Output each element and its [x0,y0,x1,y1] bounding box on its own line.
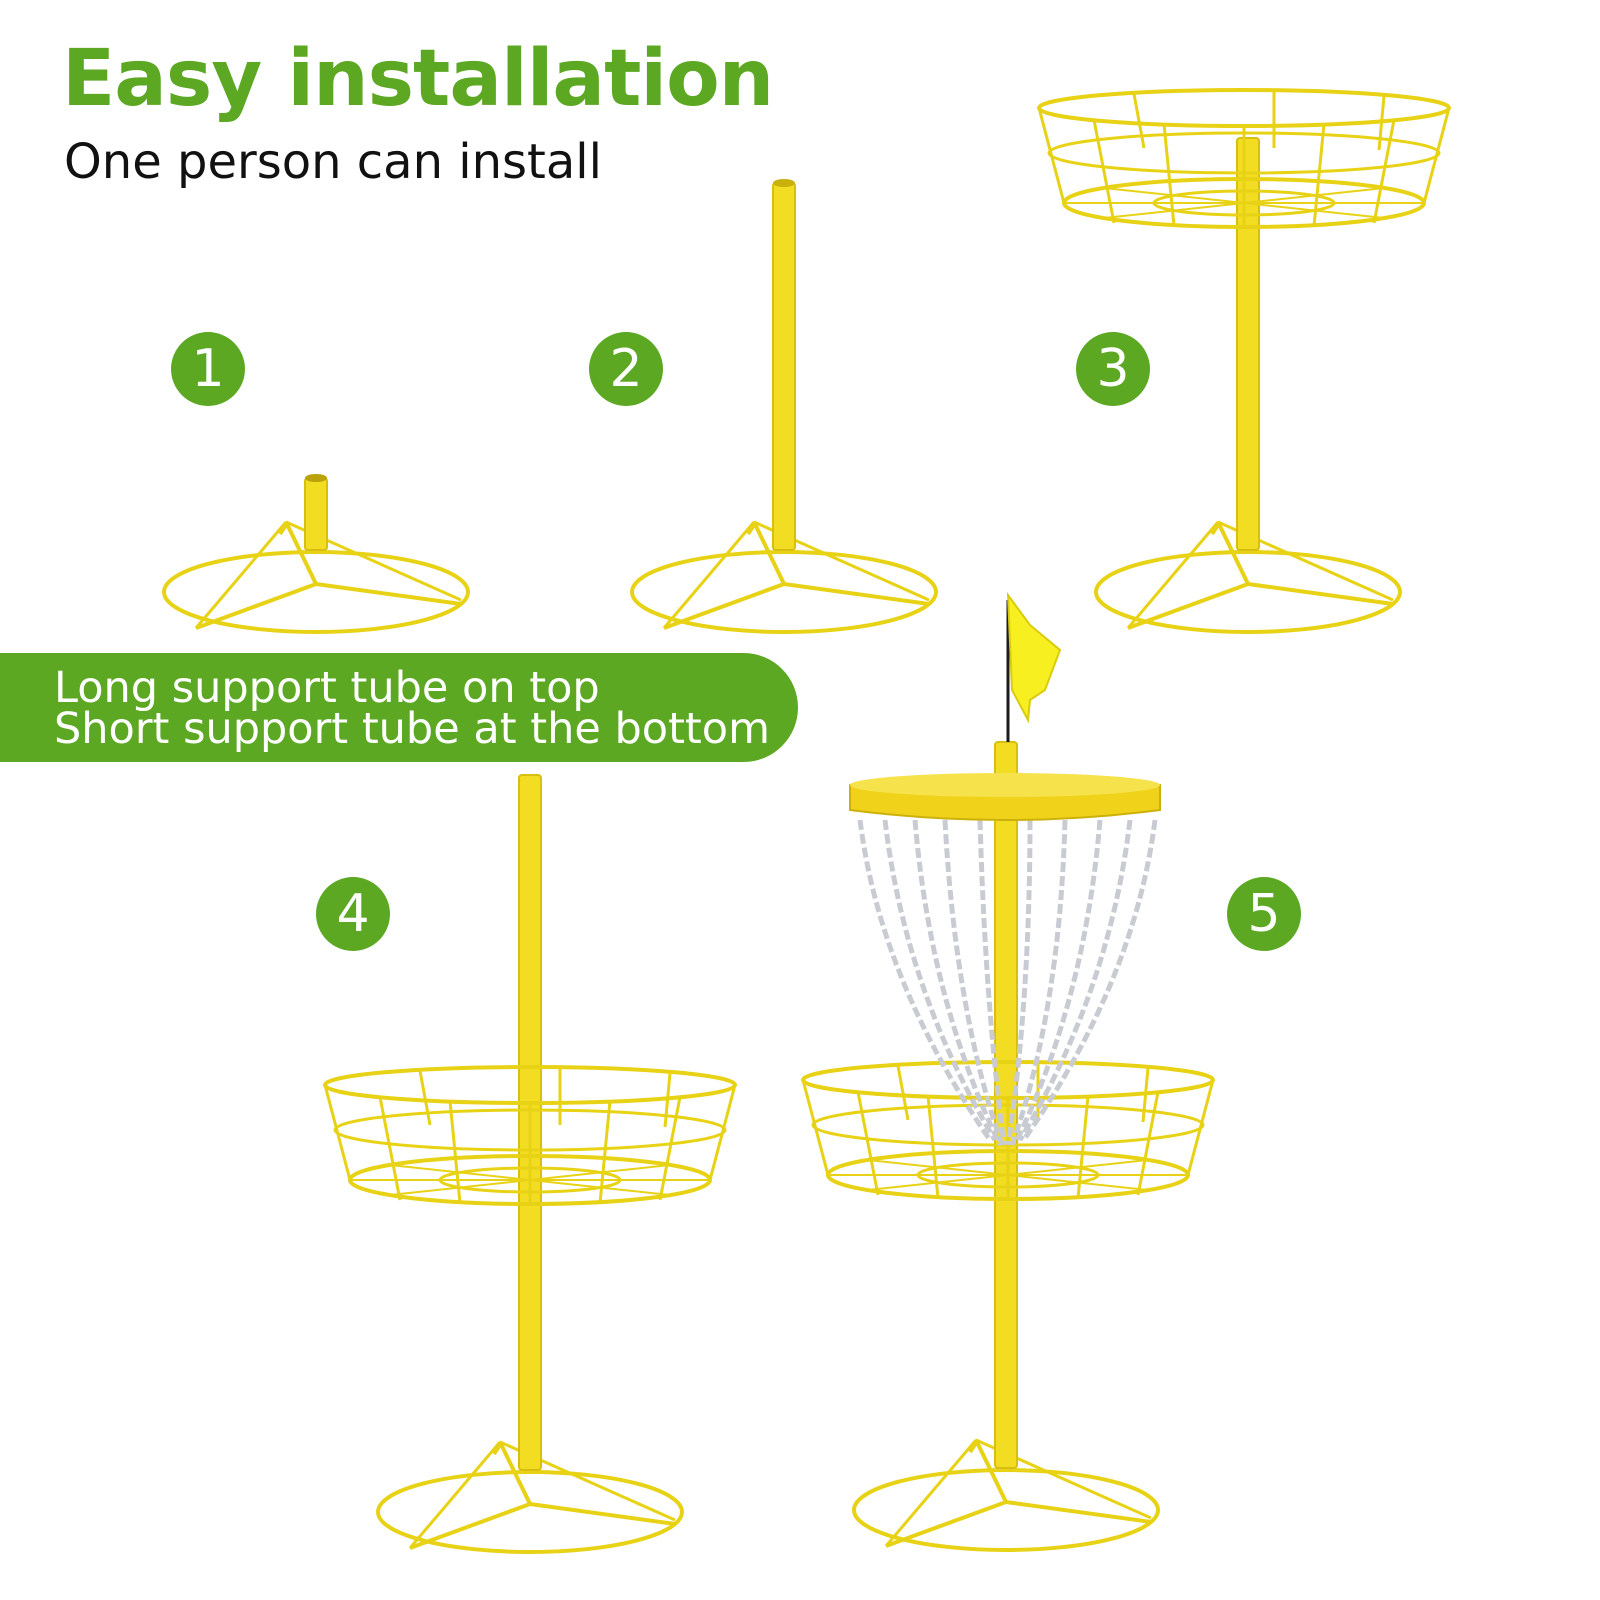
step-badge-2: 2 [589,332,663,406]
instruction-banner: Long support tube on top Short support t… [0,653,798,762]
step-5-complete-illustration [801,591,1215,1552]
page-title: Easy installation [62,34,774,124]
step-4-assembly-illustration [323,774,737,1554]
step-badge-3: 3 [1076,332,1150,406]
banner-line-bottom: Short support tube at the bottom [54,704,770,754]
step-1-base-illustration [162,474,470,634]
step-2-tube-illustration [630,179,938,634]
step-badge-5: 5 [1227,877,1301,951]
step-badge-4: 4 [316,877,390,951]
step-3-tray-illustration [1037,88,1451,634]
banner-line-top: Long support tube on top [54,663,600,713]
step-badge-1: 1 [171,332,245,406]
page-subtitle: One person can install [64,134,602,190]
